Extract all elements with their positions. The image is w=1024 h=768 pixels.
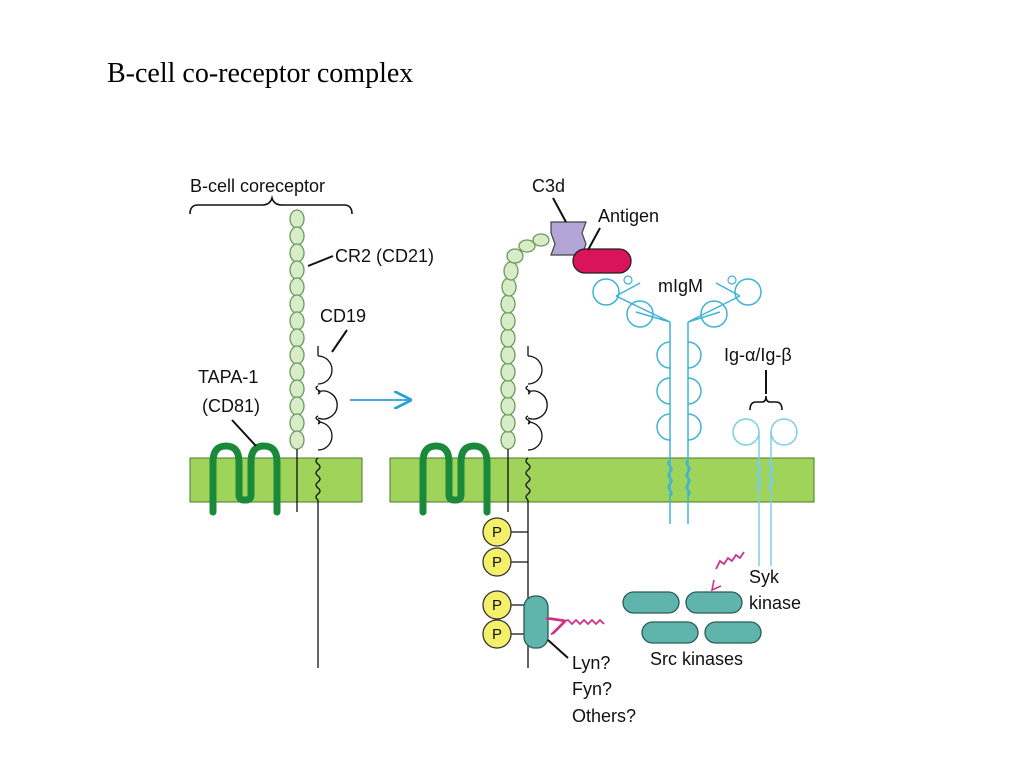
coreceptor-label: B-cell coreceptor [190,176,325,196]
phosphate-group: P [482,590,512,620]
cr2-pointer [307,255,334,267]
phosphate-label: P [492,626,502,643]
src-kinase [641,621,699,644]
phosphate-label: P [492,597,502,614]
lyn-kinase [523,595,549,649]
ig-alpha-beta [732,418,798,566]
cd81-label: (CD81) [202,396,260,416]
slide-title: B-cell co-receptor complex [107,58,414,89]
coreceptor-brace [189,195,353,215]
tapa1-protein-right [419,442,491,516]
c3d-label: C3d [532,176,565,196]
phosphate-group: P [482,619,512,649]
right-panel: C3d Antigen P P [389,176,815,726]
phosphate-label: P [492,524,502,541]
cd19-pointer [331,329,348,353]
antigen [572,248,632,274]
src-kinases-label: Src kinases [650,649,743,669]
migm-receptor [592,275,762,524]
phosphate-group: P [482,547,512,577]
phosphate-label: P [492,554,502,571]
syk-arrowhead [710,579,722,592]
fyn-label: Fyn? [572,679,612,699]
left-panel: B-cell coreceptor TAPA-1 (CD81) CR2 (CD2… [189,176,434,668]
cr2-chain [289,209,305,450]
cr2-chain-right [500,233,550,450]
src-kinase [704,621,762,644]
phosphate-group: P [482,517,512,547]
cr2-label: CR2 (CD21) [335,246,434,266]
src-kinase [622,591,680,614]
migm-label: mIgM [658,276,703,296]
antigen-pointer [587,227,601,251]
zigzag-arrow-icon [562,620,605,624]
cd19-protein [315,346,338,668]
ig-ab-label: Ig-α/Ig-β [724,345,792,365]
syk-label: Syk [749,567,780,587]
others-label: Others? [572,706,636,726]
tapa1-protein [209,442,281,516]
membrane-right [389,457,815,503]
lyn-pointer [547,639,569,659]
tapa1-pointer [231,419,257,447]
ig-ab-brace [749,395,783,411]
lyn-label: Lyn? [572,653,610,673]
c3d-pointer [552,197,567,223]
zigzag-arrow-icon [715,551,745,570]
antigen-label: Antigen [598,206,659,226]
src-kinase [685,591,743,614]
tapa1-label: TAPA-1 [198,367,258,387]
kinase-label: kinase [749,593,801,613]
cd19-label: CD19 [320,306,366,326]
